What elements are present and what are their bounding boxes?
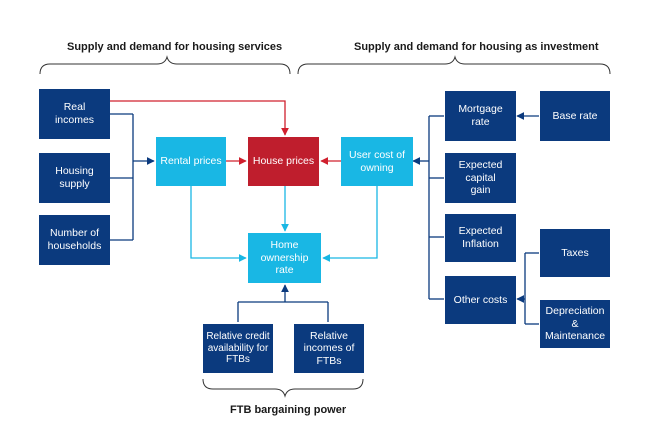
brace-ftb [202,378,364,398]
number-of-households-box: Number of households [39,215,110,265]
expected-capital-gain-box: Expected capital gain [445,153,516,203]
real-incomes-box: Real incomes [39,89,110,139]
housing-supply-box: Housing supply [39,153,110,203]
base-rate-box: Base rate [540,91,610,141]
depreciation-maintenance-box: Depreciation & Maintenance [540,300,610,348]
relative-credit-availability-box: Relative credit availability for FTBs [203,324,273,373]
house-prices-box: House prices [248,137,319,186]
expected-inflation-box: Expected Inflation [445,214,516,262]
home-ownership-rate-box: Home ownership rate [248,233,321,283]
relative-incomes-box: Relative incomes of FTBs [294,324,364,373]
ftb-connector [237,284,329,322]
other-costs-box: Other costs [445,276,516,324]
user-cost-of-owning-box: User cost of owning [341,137,413,186]
left-factors-connector [110,113,155,241]
real-incomes-to-house-prices [110,100,289,136]
taxes-box: Taxes [540,229,610,277]
other-costs-connector [516,252,539,325]
rental-prices-box: Rental prices [156,137,226,186]
right-factors-connector [412,115,444,300]
brace-housing-investment [297,55,611,75]
mortgage-rate-box: Mortgage rate [445,91,516,141]
housing-services-title: Supply and demand for housing services [67,41,283,53]
brace-housing-services [39,55,291,75]
ftb-power-title: FTB bargaining power [230,404,347,416]
housing-investment-title: Supply and demand for housing as investm… [354,41,599,53]
ownership-connectors [190,186,378,262]
